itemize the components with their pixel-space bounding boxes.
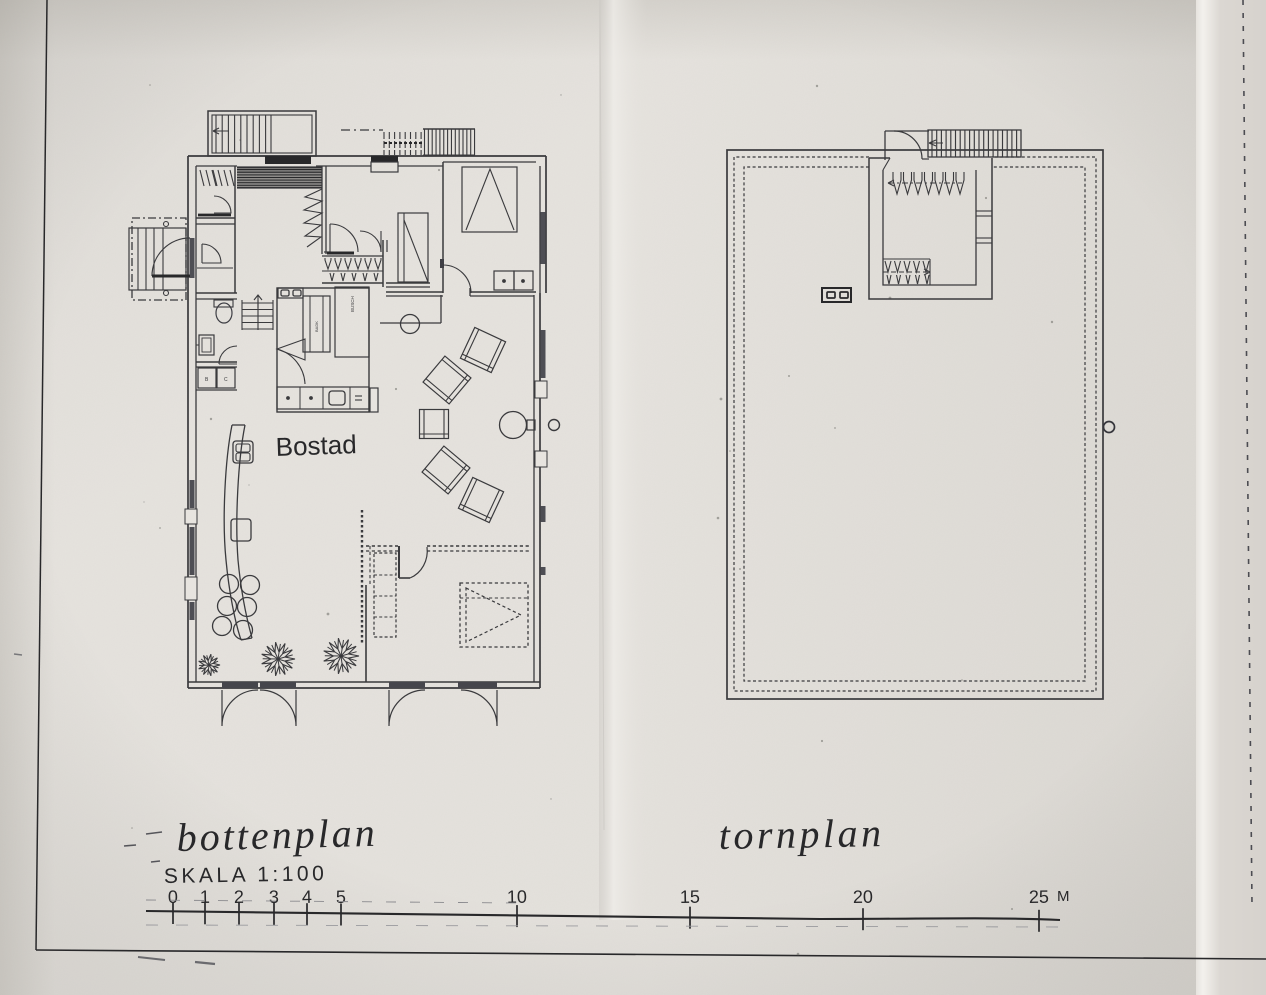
svg-text:2: 2 — [234, 887, 244, 907]
svg-text:M: M — [1057, 888, 1070, 905]
svg-text:BUSCH: BUSCH — [350, 296, 355, 312]
svg-text:1: 1 — [200, 887, 210, 907]
svg-text:Bostad: Bostad — [275, 429, 357, 462]
svg-text:25: 25 — [1029, 887, 1049, 907]
svg-text:C: C — [224, 377, 228, 383]
svg-text:0: 0 — [168, 887, 178, 907]
svg-text:B: B — [205, 377, 209, 383]
svg-text:SKALA 1:100: SKALA 1:100 — [164, 862, 328, 888]
svg-text:20: 20 — [853, 887, 873, 907]
svg-text:5: 5 — [336, 887, 346, 907]
svg-text:3: 3 — [269, 887, 279, 907]
svg-text:15: 15 — [680, 887, 700, 907]
svg-text:bottenplan: bottenplan — [176, 810, 378, 860]
svg-text:tornplan: tornplan — [718, 810, 885, 858]
svg-text:10: 10 — [507, 887, 527, 907]
svg-text:4: 4 — [302, 887, 312, 907]
svg-text:BADK: BADK — [314, 321, 319, 332]
